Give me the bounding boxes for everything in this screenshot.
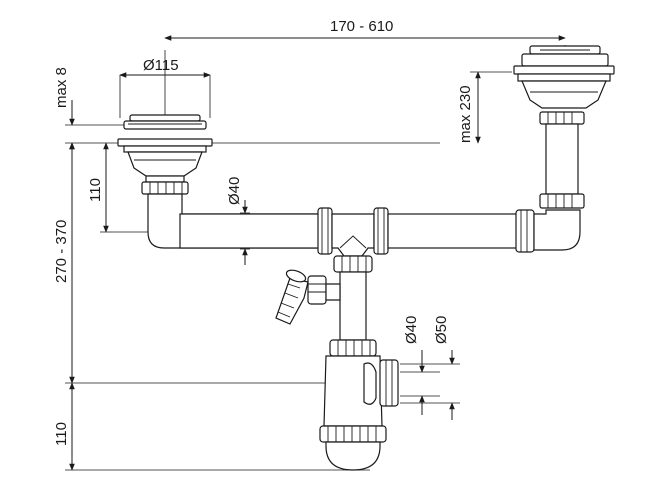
appliance-hose-nipple	[275, 269, 341, 325]
inlet-height-label: 110	[87, 178, 104, 202]
right-strainer	[513, 45, 615, 209]
dimension-labels: 170 - 610 Ø115 max 8 270 - 370 110 110 m…	[53, 18, 474, 446]
right-elbow	[533, 209, 581, 251]
bottle-trap	[319, 355, 399, 471]
max-top-label: max 8	[53, 67, 70, 108]
downpipe	[329, 255, 377, 357]
left-strainer	[117, 114, 213, 195]
span-label: 170 - 610	[330, 18, 393, 35]
right-height-label: max 230	[457, 85, 474, 143]
pipe-diameter-label: Ø40	[226, 177, 243, 205]
horizontal-pipe	[179, 207, 535, 257]
basket-diameter-label: Ø115	[143, 57, 179, 74]
dimension-lines	[65, 35, 566, 471]
trap-outlet-outer-label: Ø50	[433, 316, 450, 344]
total-height-label: 270 - 370	[53, 220, 70, 283]
bottom-height-label: 110	[53, 422, 70, 446]
trap-outlet-inner-label: Ø40	[403, 316, 420, 344]
